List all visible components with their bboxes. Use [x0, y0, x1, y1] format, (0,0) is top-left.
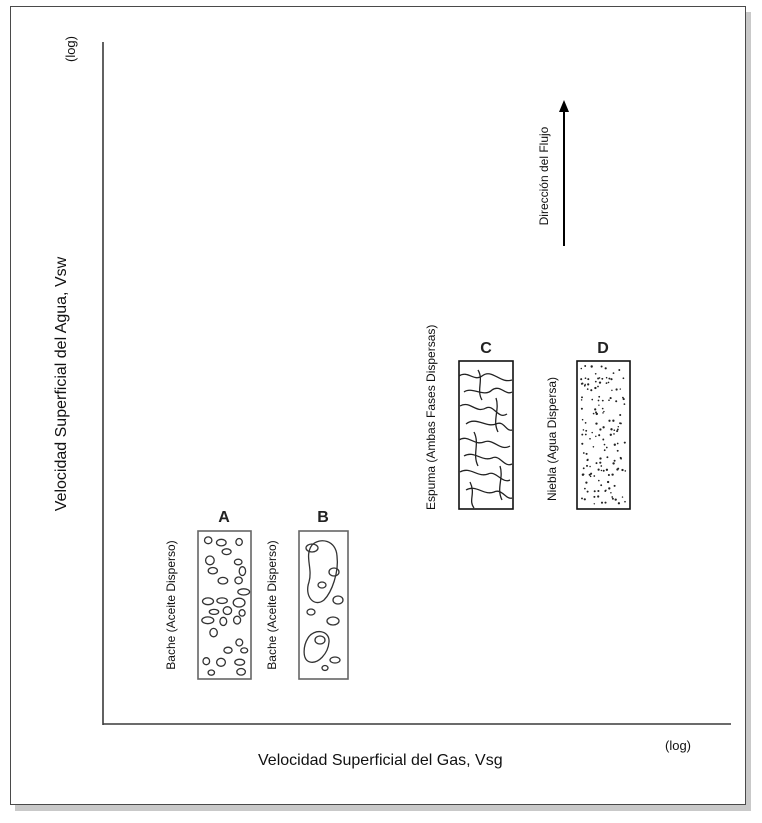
- regime-d-mist: [580, 365, 627, 505]
- flow-direction-label: Dirección del Flujo: [537, 126, 551, 226]
- regime-c-foam: [458, 369, 513, 509]
- x-axis-scale-label: (log): [665, 738, 692, 753]
- regime-b-slugs: [303, 540, 344, 672]
- regime-c-box: [458, 360, 514, 510]
- regime-a-name: Bache (Aceite Disperso): [164, 540, 178, 670]
- flow-direction-arrow: [559, 100, 569, 246]
- y-axis-label: Velocidad Superficial del Agua, Vsw: [53, 256, 70, 512]
- regime-b-box: [298, 530, 349, 680]
- y-axis-scale-label: (log): [63, 36, 78, 63]
- regime-b-name: Bache (Aceite Disperso): [265, 540, 279, 670]
- regime-d-letter: D: [597, 340, 609, 357]
- regime-a-bubbles: [201, 536, 251, 676]
- regime-c-letter: C: [480, 340, 492, 357]
- regime-a-letter: A: [218, 509, 230, 526]
- regime-c-name: Espuma (Ambas Fases Dispersas): [424, 324, 438, 510]
- regime-d-box: [576, 360, 631, 510]
- x-axis-label: Velocidad Superficial del Gas, Vsg: [258, 752, 503, 769]
- regime-b-letter: B: [317, 509, 329, 526]
- regime-d-name: Niebla (Agua Dispersa): [545, 376, 559, 502]
